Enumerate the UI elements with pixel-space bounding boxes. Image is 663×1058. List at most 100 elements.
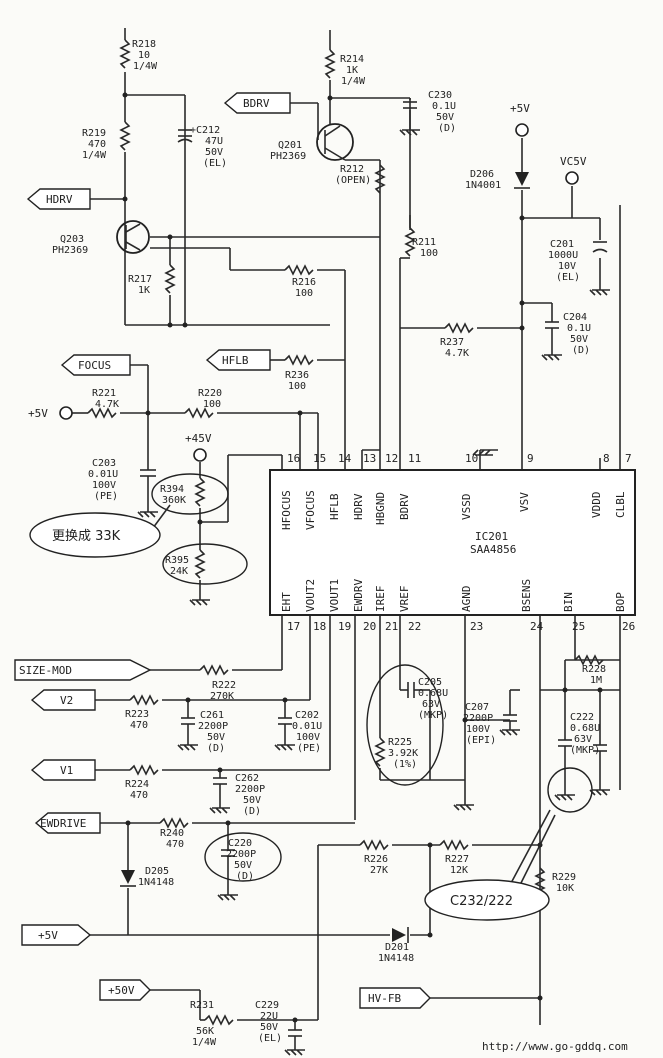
pin-9-name: VSV — [518, 492, 531, 512]
r220-value: 100 — [203, 399, 221, 410]
r395-ref: R395 — [165, 555, 189, 566]
q203-transistor-icon — [116, 220, 150, 254]
pin-7-name: CLBL — [614, 491, 627, 518]
svg-text:+5V: +5V — [38, 929, 58, 942]
r229-ref: R229 — [552, 872, 576, 883]
pin-9-num: 9 — [527, 452, 534, 465]
r237-ref: R237 — [440, 337, 464, 348]
svg-text:BDRV: BDRV — [243, 97, 270, 110]
r211-ref: R211 — [412, 237, 436, 248]
r222-value: 270K — [210, 691, 234, 702]
svg-text:HV-FB: HV-FB — [368, 992, 401, 1005]
c201-type: (EL) — [556, 272, 580, 283]
q203-part: PH2369 — [52, 245, 88, 256]
c203-value: 0.01U — [88, 469, 118, 480]
pin-8-num: 8 — [603, 452, 610, 465]
r394-ref: R394 — [160, 484, 184, 495]
c222-value: 0.68U — [570, 723, 600, 734]
d206-part: 1N4001 — [465, 180, 501, 191]
c207-value: 2200P — [463, 713, 493, 724]
c261-value: 2200P — [198, 721, 228, 732]
r218-ref: R218 — [132, 39, 156, 50]
c261-voltage: 50V — [207, 732, 225, 743]
r231-value: 56K — [196, 1026, 214, 1037]
c220-ref: C220 — [228, 838, 252, 849]
tag-ewdrive: EWDRIVE — [34, 812, 101, 834]
svg-text:+50V: +50V — [108, 984, 135, 997]
c222-voltage: 63V — [574, 734, 592, 745]
d205-diode-icon — [120, 870, 136, 887]
q201-ref: Q201 — [278, 140, 302, 151]
r225-ref: R225 — [388, 737, 412, 748]
c201-voltage: 10V — [558, 261, 576, 272]
pin-10-name: VSSD — [460, 494, 473, 521]
tag-v1: V1 — [30, 759, 96, 781]
svg-text:V1: V1 — [60, 764, 73, 777]
r212-ref: R212 — [340, 164, 364, 175]
pin-12-num: 12 — [385, 452, 398, 465]
r218-value: 10 — [138, 50, 150, 61]
r212-value: (OPEN) — [335, 175, 371, 186]
note-replace-bubble: 更换成 33K — [29, 512, 161, 558]
svg-text:HDRV: HDRV — [46, 193, 73, 206]
r223-value: 470 — [130, 720, 148, 731]
r228-ref: R228 — [582, 664, 606, 675]
r236-value: 100 — [288, 381, 306, 392]
c204-type: (D) — [572, 345, 590, 356]
pin-16-num: 16 — [287, 452, 300, 465]
ground-symbols — [137, 129, 610, 1056]
d201-diode-icon — [392, 927, 409, 943]
r219-value: 470 — [88, 139, 106, 150]
svg-text:FOCUS: FOCUS — [78, 359, 111, 372]
pin-11-name: BDRV — [398, 493, 411, 520]
r227-value: 12K — [450, 865, 468, 876]
r223-ref: R223 — [125, 709, 149, 720]
r214-ref: R214 — [340, 54, 364, 65]
r222-ref: R222 — [212, 680, 236, 691]
note-c232-bubble: C232/222 — [424, 879, 550, 921]
pin-26-name: BOP — [614, 592, 627, 612]
r221-ref: R221 — [92, 388, 116, 399]
c230-type: (D) — [438, 123, 456, 134]
c205-ref: C205 — [418, 677, 442, 688]
d206-diode-icon — [514, 172, 530, 189]
pin-25-num: 25 — [572, 620, 585, 633]
svg-text:HFLB: HFLB — [222, 354, 249, 367]
c205-type: (MKP) — [418, 710, 448, 721]
r224-ref: R224 — [125, 779, 149, 790]
r218-rating: 1/4W — [133, 61, 158, 72]
tag-bdrv: BDRV — [223, 92, 291, 114]
pin-20-name: EWDRV — [352, 579, 365, 612]
r219-ref: R219 — [82, 128, 106, 139]
r217-ref: R217 — [128, 274, 152, 285]
r214-rating: 1/4W — [341, 76, 366, 87]
pin-17-num: 17 — [287, 620, 300, 633]
c230-voltage: 50V — [436, 112, 454, 123]
ic201-body — [269, 469, 636, 616]
c230-value: 0.1U — [432, 101, 456, 112]
c204-voltage: 50V — [570, 334, 588, 345]
pin-24-name: BSENS — [520, 579, 533, 612]
pin-7-num: 7 — [625, 452, 632, 465]
svg-text:SIZE-MOD: SIZE-MOD — [19, 664, 72, 677]
c204-value: 0.1U — [567, 323, 591, 334]
c202-voltage: 100V — [296, 732, 320, 743]
supply-p5v: +5V — [510, 102, 530, 115]
r216-ref: R216 — [292, 277, 316, 288]
c207-ref: C207 — [465, 702, 489, 713]
watermark-url: http://www.go-gddq.com — [482, 1040, 628, 1053]
c262-ref: C262 — [235, 773, 259, 784]
tag-focus: FOCUS — [60, 354, 131, 376]
r225-tolerance: (1%) — [393, 759, 417, 770]
r216-value: 100 — [295, 288, 313, 299]
r240-value: 470 — [166, 839, 184, 850]
pin-21-name: IREF — [374, 586, 387, 613]
c229-type: (EL) — [258, 1033, 282, 1044]
c220-value: 2200P — [226, 849, 256, 860]
note-c232-text: C232/222 — [450, 894, 513, 909]
